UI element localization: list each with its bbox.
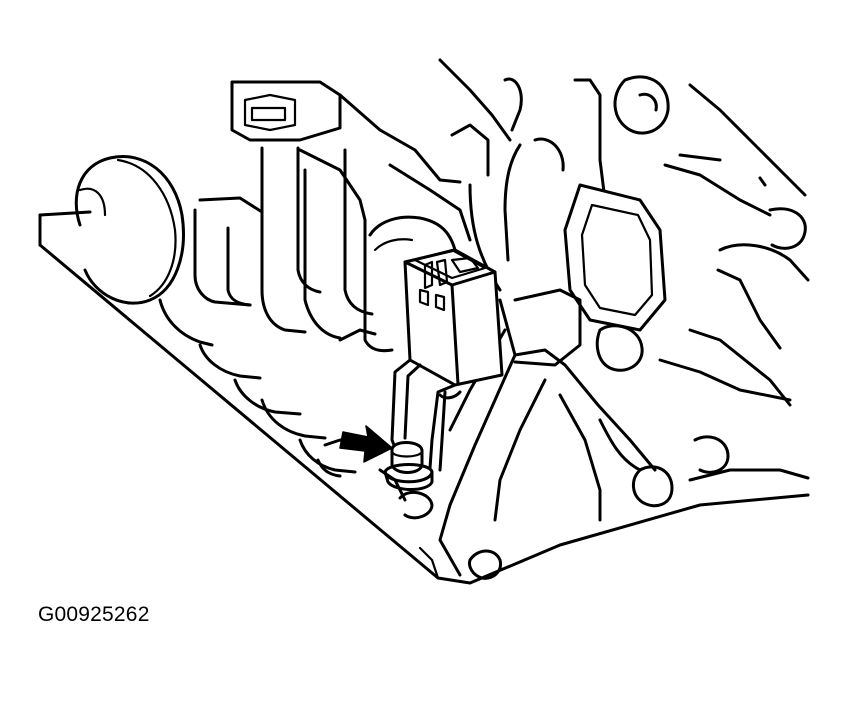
pointer-arrow — [339, 425, 393, 463]
left-round-boss — [74, 155, 185, 305]
sensor-bracket — [390, 358, 462, 472]
figure-code: G00925262 — [38, 603, 150, 626]
right-casting — [513, 75, 810, 508]
upper-block — [230, 58, 523, 292]
block-base-flange — [38, 210, 810, 585]
mounting-bolt — [383, 441, 434, 520]
block-ribs — [158, 146, 407, 502]
